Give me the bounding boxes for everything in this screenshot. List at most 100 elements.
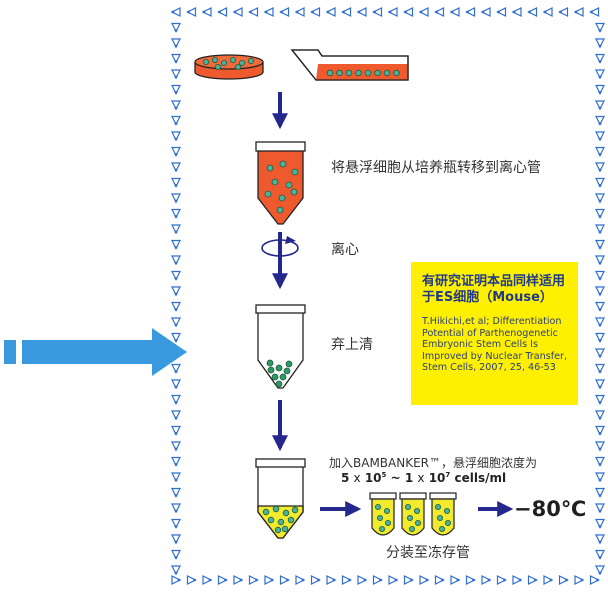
border-motif [595, 22, 605, 33]
border-motif [465, 575, 476, 585]
cell [274, 526, 282, 534]
border-motif [595, 100, 605, 111]
cell [291, 168, 299, 176]
cell [364, 69, 372, 77]
border-motif [589, 7, 600, 17]
cell [275, 364, 283, 372]
border-motif [372, 7, 383, 17]
border-motif [217, 575, 228, 585]
border-motif [573, 7, 584, 17]
border-motif [419, 575, 430, 585]
border-motif [595, 534, 605, 545]
border-motif [595, 177, 605, 188]
border-motif [171, 239, 181, 250]
border-motif [542, 7, 553, 17]
pellet-tube-icon [255, 304, 306, 389]
border-motif [595, 224, 605, 235]
cell [276, 206, 284, 214]
border-motif [171, 131, 181, 142]
border-motif [171, 472, 181, 483]
border-motif [558, 575, 569, 585]
border-motif [171, 84, 181, 95]
border-motif [589, 575, 600, 585]
border-motif [543, 575, 554, 585]
cryovial-icon [369, 492, 457, 536]
border-motif [326, 575, 337, 585]
border-motif [171, 518, 181, 529]
border-motif [171, 100, 181, 111]
border-motif [496, 7, 507, 17]
border-motif [595, 348, 605, 359]
bambanker-tube-icon [255, 458, 306, 539]
border-motif [595, 317, 605, 328]
border-motif [233, 575, 244, 585]
border-motif [171, 301, 181, 312]
border-motif [171, 410, 181, 421]
border-motif [480, 7, 491, 17]
cell [238, 60, 245, 67]
step-centrifuge-label: 离心 [331, 242, 359, 258]
cell [408, 526, 415, 533]
border-motif [171, 332, 181, 343]
border-motif [595, 332, 605, 343]
cell [264, 190, 272, 198]
border-motif [595, 131, 605, 142]
border-motif [171, 565, 181, 576]
border-motif [558, 7, 569, 17]
border-motif [248, 7, 259, 17]
border-motif [511, 7, 522, 17]
cell [279, 160, 287, 168]
border-motif [595, 565, 605, 576]
border-motif [388, 575, 399, 585]
border-motif [595, 410, 605, 421]
cell [271, 178, 279, 186]
border-motif [434, 575, 445, 585]
border-motif [171, 575, 182, 585]
cell [229, 57, 236, 64]
border-motif [217, 7, 228, 17]
cell [414, 520, 421, 527]
step-dispense-label: 分装至冻存管 [386, 545, 470, 561]
border-motif [171, 162, 181, 173]
border-motif [171, 456, 181, 467]
cell [283, 367, 291, 375]
cell [214, 64, 221, 71]
border-motif [201, 7, 212, 17]
border-motif [341, 7, 352, 17]
border-motif [171, 69, 181, 80]
border-motif [403, 575, 414, 585]
cell [406, 515, 413, 522]
border-motif [574, 575, 585, 585]
cell [202, 59, 209, 66]
border-motif [595, 487, 605, 498]
border-motif [171, 177, 181, 188]
border-motif [341, 575, 352, 585]
border-motif [595, 456, 605, 467]
cell [247, 58, 254, 65]
border-motif [202, 575, 213, 585]
border-motif [171, 270, 181, 281]
border-motif [418, 7, 429, 17]
border-motif [449, 7, 460, 17]
border-motif [279, 7, 290, 17]
cell [438, 526, 445, 533]
border-motif [171, 255, 181, 266]
border-motif [595, 286, 605, 297]
step-transfer-label: 将悬浮细胞从培养瓶转移到离心管 [331, 160, 541, 176]
border-motif [171, 487, 181, 498]
cell [285, 360, 293, 368]
decorative-border [170, 7, 605, 585]
storage-temperature: −80℃ [514, 497, 587, 521]
border-motif [279, 575, 290, 585]
step-add-label: 加入BAMBANKER™，悬浮细胞浓度为 [329, 456, 538, 470]
cell [267, 366, 275, 374]
cell [281, 525, 289, 533]
cell [220, 60, 227, 67]
border-motif [595, 425, 605, 436]
cell [278, 194, 286, 202]
culture-flask-icon [290, 49, 409, 81]
border-motif [263, 7, 274, 17]
border-motif [248, 575, 259, 585]
border-motif [310, 575, 321, 585]
centrifuge-tube-icon [255, 141, 306, 225]
